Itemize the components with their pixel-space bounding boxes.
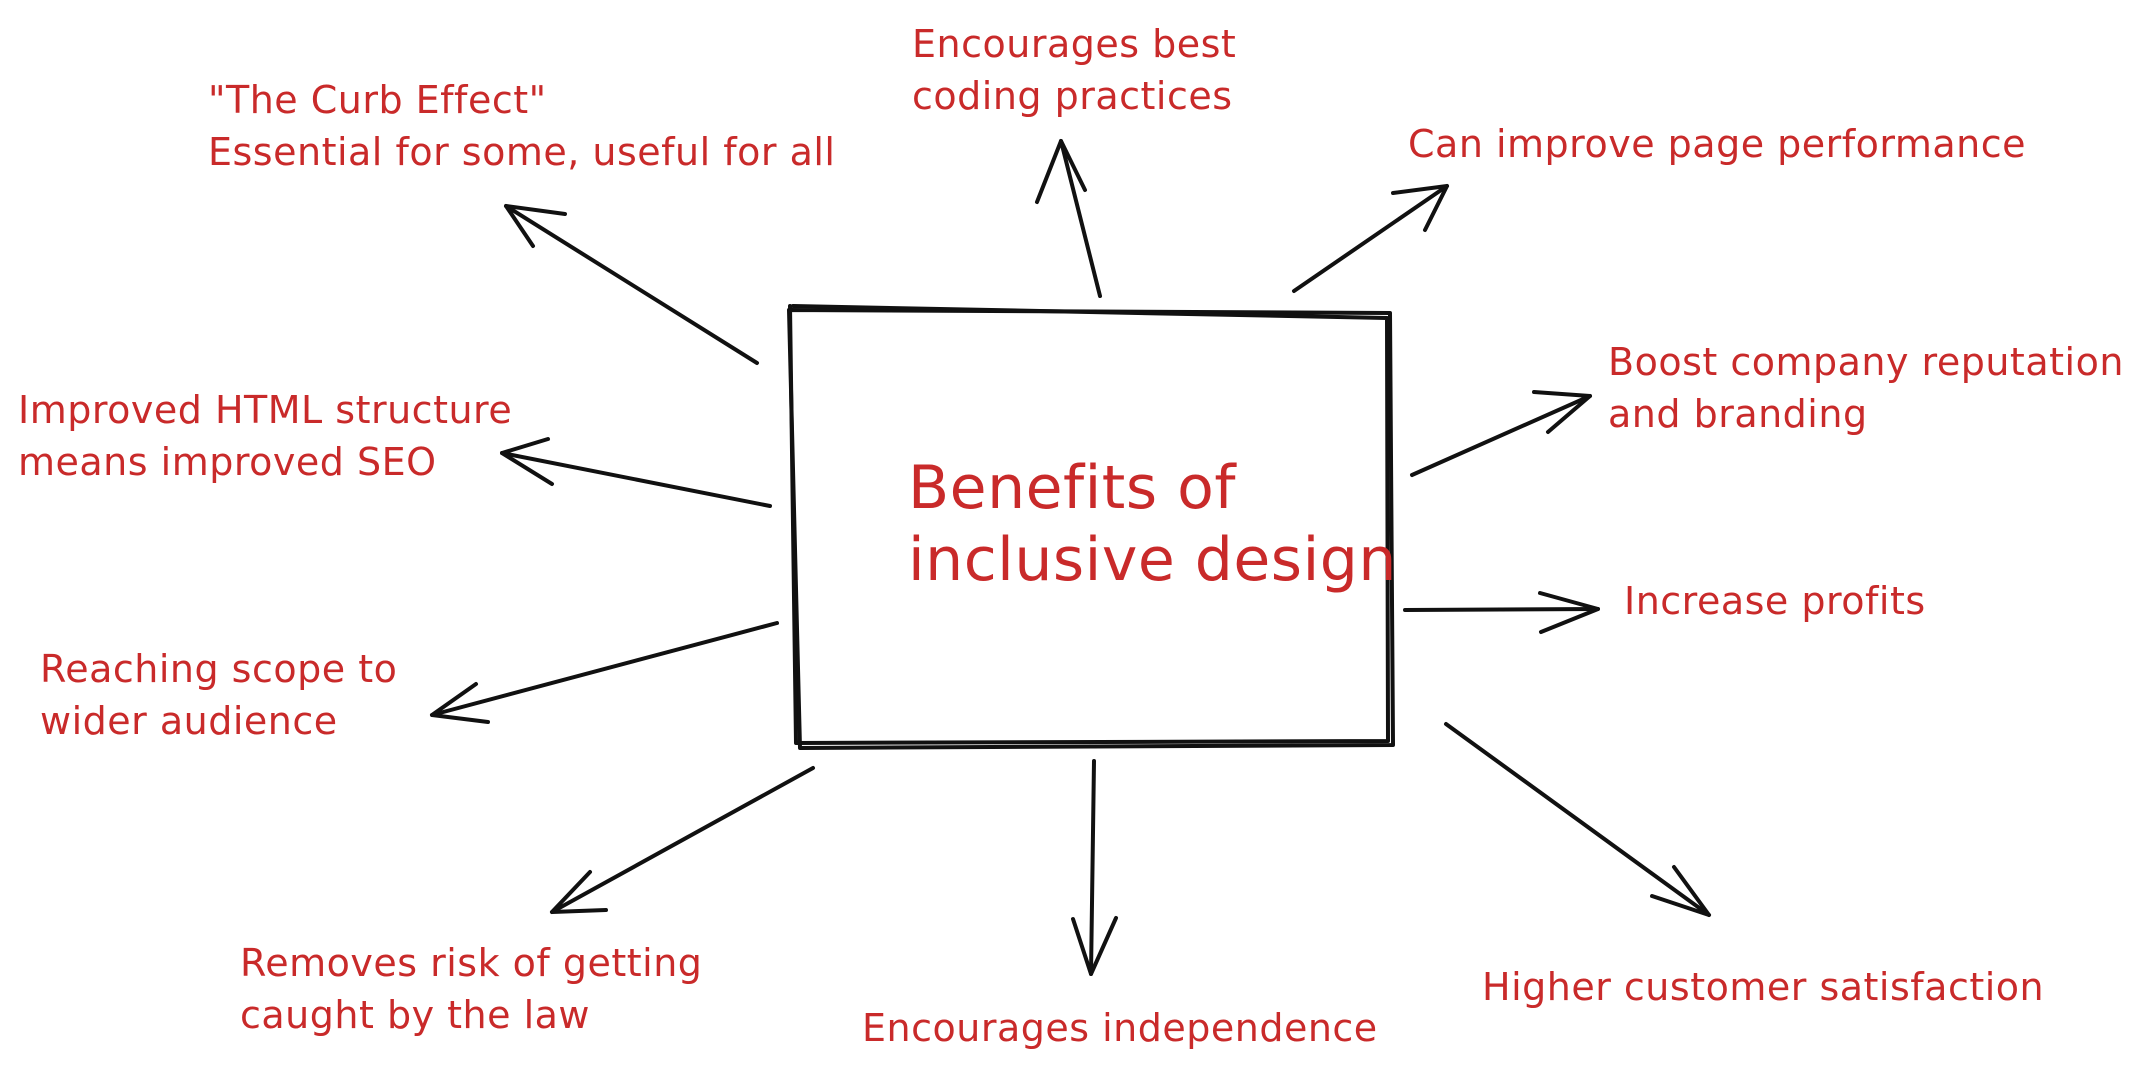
arrow-audience <box>430 621 779 724</box>
benefit-page-performance: Can improve page performance <box>1408 122 2027 166</box>
benefit-satisfaction: Higher customer satisfaction <box>1482 965 2045 1009</box>
benefit-law: Removes risk of getting caught by the la… <box>240 941 703 1037</box>
benefit-independence: Encourages independence <box>862 1006 1378 1050</box>
arrow-satisfaction <box>1444 722 1711 917</box>
benefit-coding-practices: Encourages best coding practices <box>912 22 1237 118</box>
center-box <box>787 304 1395 750</box>
arrow-independence <box>1071 759 1118 976</box>
benefit-reputation: Boost company reputation and branding <box>1608 340 2124 436</box>
center-topic-title: Benefits of inclusive design <box>908 453 1397 595</box>
benefit-profits: Increase profits <box>1624 579 1926 623</box>
arrow-page-performance <box>1292 184 1449 293</box>
benefit-seo: Improved HTML structure means improved S… <box>18 388 513 484</box>
arrow-seo <box>500 437 772 508</box>
arrow-coding-practices <box>1035 139 1102 298</box>
benefit-audience: Reaching scope to wider audience <box>40 647 398 743</box>
arrow-reputation <box>1410 390 1592 477</box>
benefit-curb-effect: "The Curb Effect" Essential for some, us… <box>208 78 836 174</box>
arrow-curb-effect <box>504 204 759 365</box>
arrow-profits <box>1403 591 1600 634</box>
arrow-law <box>550 766 815 914</box>
